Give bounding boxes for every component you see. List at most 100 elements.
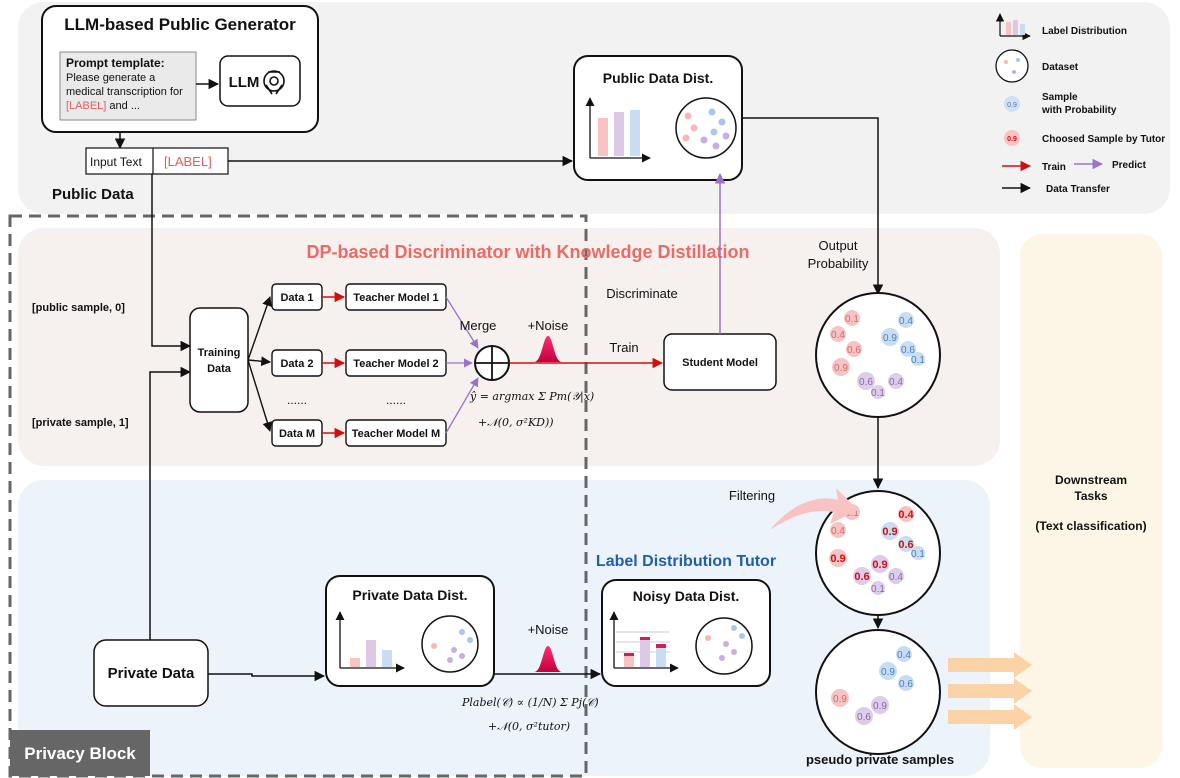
output-value: 0.9 — [834, 363, 848, 374]
output-value: 0.4 — [831, 330, 845, 341]
filtered-bubble — [888, 568, 904, 584]
filtered-value: 0.6 — [854, 571, 869, 583]
noisy-dist-bar — [624, 653, 634, 656]
output-value: 0.1 — [845, 314, 859, 325]
training-data-line-2: Data — [207, 363, 232, 375]
private-dist-chart — [335, 611, 405, 673]
output-prob-line-1: Output — [818, 238, 857, 253]
generator-title: LLM-based Public Generator — [64, 15, 296, 34]
pseudo-value: 0.6 — [899, 679, 913, 690]
output-prob-line-2: Probability — [808, 256, 869, 271]
legend-sample-value: 0.9 — [1007, 102, 1017, 109]
input-label-tag: [LABEL] — [164, 154, 212, 169]
label-distribution-icon — [995, 13, 1031, 41]
privacy-block-tab — [10, 730, 150, 776]
data-2-label: Data 2 — [280, 358, 313, 370]
student-model-label: Student Model — [682, 357, 758, 369]
legend-data-transfer: Data Transfer — [1046, 184, 1110, 195]
merge-label: Merge — [460, 318, 497, 333]
training-data-box — [189, 307, 249, 413]
training-data-line-1: Training — [198, 347, 241, 359]
output-bubble — [830, 326, 846, 342]
prompt-line-3: [LABEL] and ... — [66, 100, 140, 112]
tutor-title: Label Distribution Tutor — [596, 553, 776, 570]
filtered-value: 0.1 — [911, 549, 925, 560]
output-value: 0.1 — [871, 388, 885, 399]
kd-formula-1: ŷ = argmax Σ Pm(𝒴|x) — [469, 390, 594, 404]
pseudo-label: pseudo private samples — [806, 752, 954, 767]
output-value: 0.4 — [899, 316, 913, 327]
data-m-label: Data M — [279, 428, 315, 440]
prompt-line-1: Please generate a — [66, 72, 156, 84]
output-bubble — [888, 373, 904, 389]
output-bubble — [871, 385, 885, 399]
output-bubble — [911, 352, 925, 366]
pseudo-bubble — [871, 696, 889, 714]
filtered-bubble — [829, 549, 847, 567]
private-sample-label: [private sample, 1] — [32, 417, 129, 429]
public-dataset-dots — [682, 108, 730, 150]
private-data-label: Private Data — [108, 665, 195, 682]
legend-predict: Predict — [1112, 160, 1147, 171]
openai-icon — [263, 70, 285, 95]
privacy-block-label: Privacy Block — [24, 744, 136, 763]
tutor-formula-2: +𝒩(0, σ²tutor) — [488, 720, 570, 733]
prompt-line-2: medical transcription for — [66, 86, 183, 98]
tutor-formula-1: Plabel(𝒞) ∝ (1/N) Σ Pj(𝒞) — [461, 696, 599, 709]
filtered-bubble — [871, 581, 885, 595]
public-to-output-arrow — [742, 117, 884, 296]
dp-noise-label: +Noise — [528, 318, 569, 333]
discriminate-label: Discriminate — [606, 286, 678, 301]
pseudo-value: 0.9 — [881, 667, 895, 678]
filtered-value: 0.9 — [872, 559, 887, 571]
filtered-bubble — [898, 506, 914, 522]
private-dist-bar — [366, 640, 376, 667]
tutor-noise-bell-icon — [534, 646, 562, 672]
prompt-title: Prompt template: — [66, 56, 165, 70]
output-value: 0.9 — [883, 333, 897, 344]
teacher-dots: ...... — [386, 393, 406, 407]
filtered-value: 0.1 — [871, 584, 885, 595]
data-dots: ...... — [287, 393, 307, 407]
noisy-dist-bar — [640, 640, 650, 667]
pseudo-bubble — [896, 646, 912, 662]
output-value: 0.1 — [911, 355, 925, 366]
downstream-line-1: Downstream — [1055, 473, 1127, 487]
prompt-tail: and ... — [106, 100, 140, 112]
noisy-dist-bar — [640, 637, 650, 640]
noisy-dist-chart — [609, 611, 679, 673]
dp-region — [18, 228, 1000, 466]
output-value: 0.6 — [901, 345, 915, 356]
public-dist-bar — [598, 118, 608, 156]
pseudo-value: 0.9 — [833, 694, 847, 705]
filtered-value: 0.4 — [889, 572, 903, 583]
filtered-value: 0.4 — [898, 509, 914, 521]
input-text-box — [85, 147, 229, 175]
output-bubble — [898, 312, 914, 328]
noisy-dist-bar — [656, 644, 666, 648]
output-bubble — [881, 328, 899, 346]
noisy-dist-bar — [624, 656, 634, 667]
output-bubble — [844, 310, 860, 326]
legend-dataset: Dataset — [1042, 62, 1079, 73]
filtered-bubble — [871, 555, 889, 573]
downstream-line-3: (Text classification) — [1035, 519, 1146, 533]
output-value: 0.4 — [889, 377, 903, 388]
public-to-training-arrow — [151, 174, 192, 352]
legend-train: Train — [1042, 162, 1066, 173]
filtered-value: 0.4 — [831, 526, 845, 537]
pseudo-bubble — [879, 662, 897, 680]
pseudo-circle — [815, 629, 941, 755]
legend: Label Distribution Dataset 0.9 Sample wi… — [995, 13, 1165, 195]
public-sample-label: [public sample, 0] — [32, 302, 125, 314]
legend-sample-1: Sample — [1042, 92, 1078, 103]
filtered-value: 0.6 — [898, 539, 913, 551]
pseudo-value: 0.9 — [873, 701, 887, 712]
filtered-value: 0.1 — [845, 508, 859, 519]
private-to-dist-arrow — [208, 670, 326, 682]
output-bubble — [900, 341, 916, 357]
dp-title: DP-based Discriminator with Knowledge Di… — [306, 242, 749, 262]
legend-choosed-value: 0.9 — [1007, 136, 1017, 143]
public-data-label: Public Data — [52, 186, 134, 203]
